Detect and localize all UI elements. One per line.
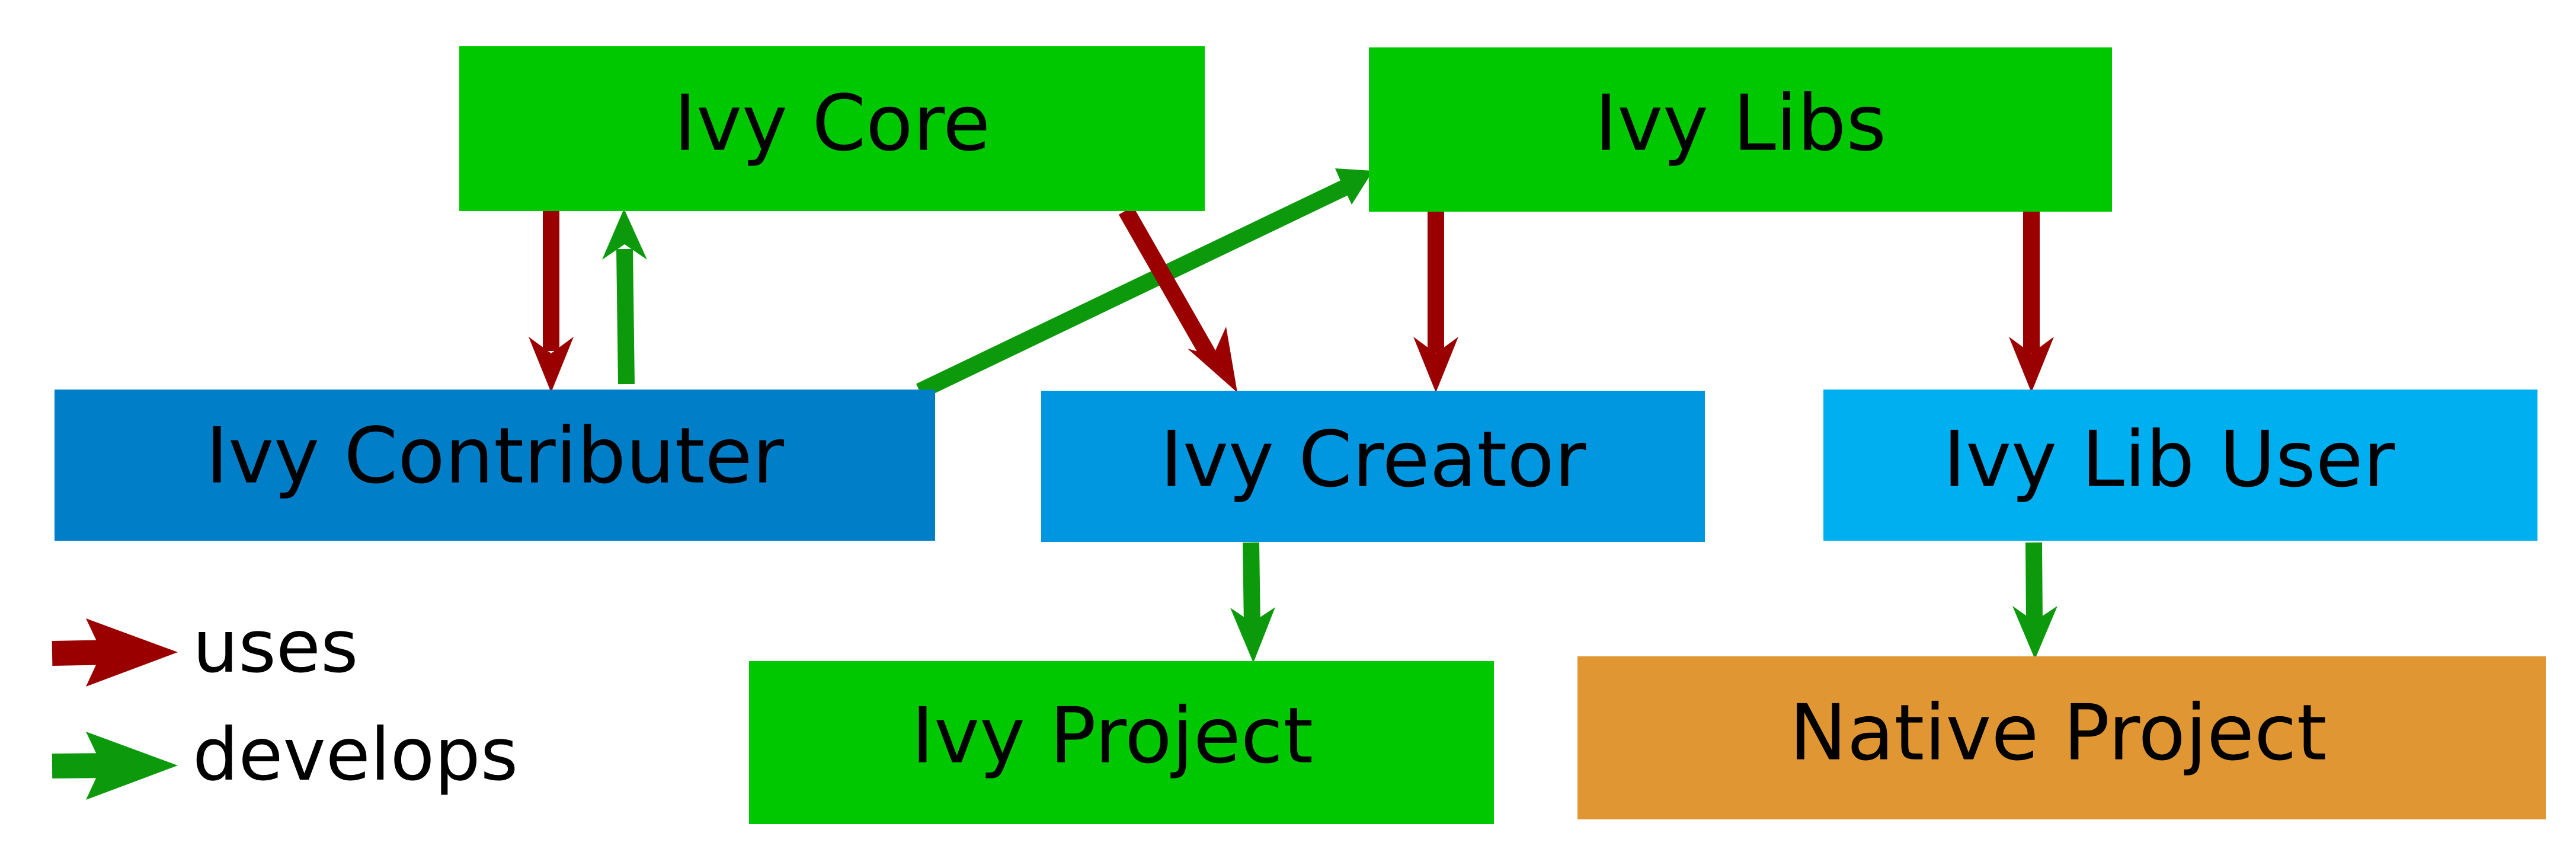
arrow-libs-to-libuser	[2009, 210, 2054, 393]
node-ivy-creator: Ivy Creator	[1041, 391, 1705, 542]
develops-arrow-icon	[52, 732, 178, 800]
node-label: Ivy Project	[911, 691, 1313, 781]
arrow-contributer-to-libs	[916, 168, 1373, 399]
node-label: Ivy Creator	[1160, 414, 1586, 505]
node-ivy-libs: Ivy Libs	[1369, 47, 2112, 212]
node-ivy-lib-user: Ivy Lib User	[1823, 390, 2537, 541]
arrows	[529, 168, 2057, 663]
node-ivy-contributer: Ivy Contributer	[55, 390, 935, 541]
node-label: Ivy Core	[674, 78, 990, 168]
arrow-libs-to-creator	[1413, 210, 1458, 393]
uses-arrow-icon	[52, 618, 178, 687]
arrow-core-to-creator	[1118, 206, 1237, 393]
legend-item-develops: develops	[52, 713, 518, 800]
legend-label-uses: uses	[193, 605, 359, 689]
legend: uses develops	[52, 605, 518, 800]
node-label: Ivy Lib User	[1943, 414, 2395, 505]
node-ivy-core: Ivy Core	[459, 46, 1205, 211]
node-box	[459, 46, 1205, 211]
arrow-libuser-to-native	[2012, 542, 2057, 659]
node-box	[1041, 391, 1705, 542]
node-box	[749, 661, 1494, 824]
legend-label-develops: develops	[193, 713, 518, 797]
arrow-core-to-contributer	[529, 210, 574, 393]
node-box	[1369, 47, 2112, 212]
legend-item-uses: uses	[52, 605, 359, 689]
arrow-creator-to-project	[1230, 542, 1275, 663]
node-box	[1823, 390, 2537, 541]
node-box	[55, 390, 935, 541]
node-box	[1577, 656, 2546, 819]
node-label: Ivy Contributer	[206, 411, 785, 501]
node-ivy-project: Ivy Project	[749, 661, 1494, 824]
node-native-project: Native Project	[1577, 656, 2546, 819]
node-label: Native Project	[1789, 688, 2327, 778]
node-label: Ivy Libs	[1595, 78, 1886, 168]
arrow-contributer-to-core	[602, 209, 647, 385]
